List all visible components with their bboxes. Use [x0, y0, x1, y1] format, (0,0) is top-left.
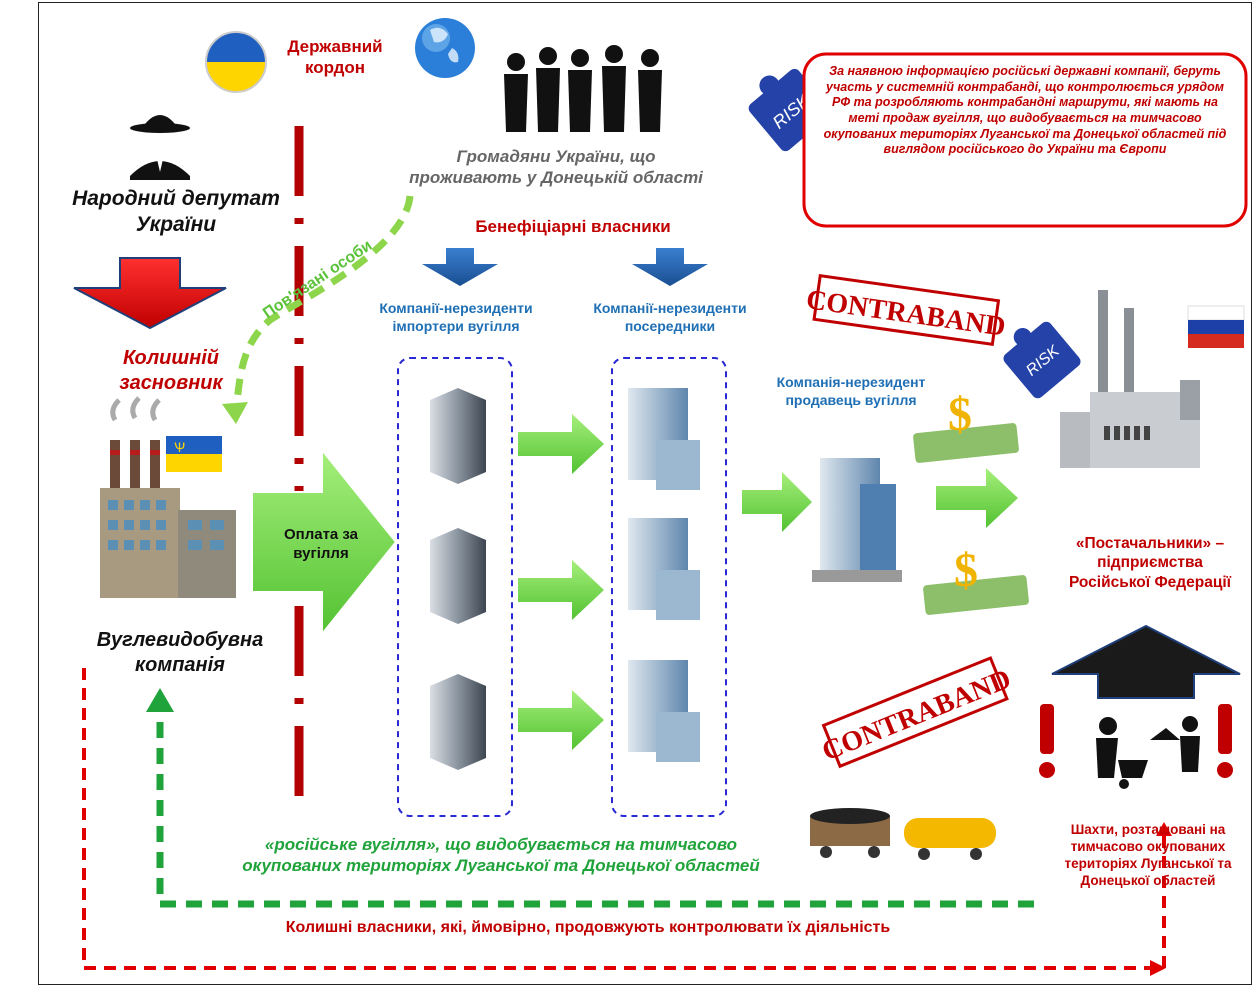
beneficiaries-label: Бенефіціарні власники: [475, 217, 671, 236]
miner-icon: [1096, 716, 1200, 789]
spy-icon: [130, 115, 190, 180]
importers-label: Компанії-нерезиденти імпортери вугілля: [379, 300, 533, 334]
risk-note-text: За наявною інформацією російські державн…: [823, 64, 1227, 157]
payment-arrow: [251, 447, 398, 637]
globe-icon: [415, 18, 475, 78]
contraband-stamp-2: CONTRABAND: [818, 656, 1015, 769]
contraband-stamp-1: CONTRABAND: [804, 274, 1007, 347]
beneficiary-arrow-2: [632, 248, 708, 286]
mp-label: Народний депутат України: [72, 187, 280, 237]
contraband-label-1: CONTRABAND: [804, 284, 1007, 343]
former-owners-flow: [82, 668, 1162, 970]
seller-building-icon: [812, 458, 902, 582]
factory-icon: [100, 396, 236, 598]
svg-text:Ѱ: Ѱ: [174, 439, 185, 455]
money-icon: $ $: [913, 388, 1029, 615]
related-persons-arrow: [232, 195, 414, 411]
former-owners-label: Колишні власники, які, ймовірно, продовж…: [285, 919, 891, 936]
office-building-icon: [430, 388, 486, 770]
ukraine-flag-small-icon: Ѱ: [166, 436, 222, 472]
intermediaries-label: Компанії-нерезиденти посередники: [593, 300, 747, 334]
office-building-icon: [628, 388, 700, 762]
suppliers-arrow: [1051, 624, 1241, 699]
suppliers-label: «Постачальники» – підприємства Російсько…: [1068, 535, 1232, 591]
beneficiary-arrow-1: [422, 248, 498, 286]
russian-coal-flow: [156, 708, 1034, 908]
mp-arrow: [73, 257, 227, 330]
citizens-label: Громадяни України, що проживають у Донец…: [409, 147, 703, 188]
russian-coal-label: «російське вугілля», що видобувається на…: [242, 835, 760, 876]
payment-label: Оплата за вугілля: [283, 526, 359, 562]
svg-text:$: $: [948, 388, 972, 441]
russian-factory-icon: [1060, 290, 1200, 468]
businessmen-icon: [504, 45, 662, 132]
russia-flag-icon: [1187, 305, 1245, 348]
ukraine-flag-icon: [205, 31, 267, 93]
diagram-frame: [38, 2, 1252, 985]
coal-train-icon: [810, 808, 996, 860]
former-founder-label: Колишній засновник: [119, 347, 223, 394]
mines-label: Шахти, розташовані на тимчасово окупован…: [1064, 822, 1232, 888]
importers-box: [397, 357, 513, 817]
risk-note-box: [802, 52, 1248, 228]
svg-text:$: $: [954, 544, 978, 597]
warning-icon: [1039, 704, 1233, 778]
coal-company-label: Вуглевидобувна компанія: [96, 629, 264, 676]
state-border-label: Державний кордон: [287, 37, 383, 78]
flow-arrows: [518, 414, 1018, 750]
seller-label: Компанія-нерезидент продавець вугілля: [776, 374, 926, 408]
intermediaries-box: [611, 357, 727, 817]
puzzle-risk-icon: RISK: [1003, 321, 1081, 399]
